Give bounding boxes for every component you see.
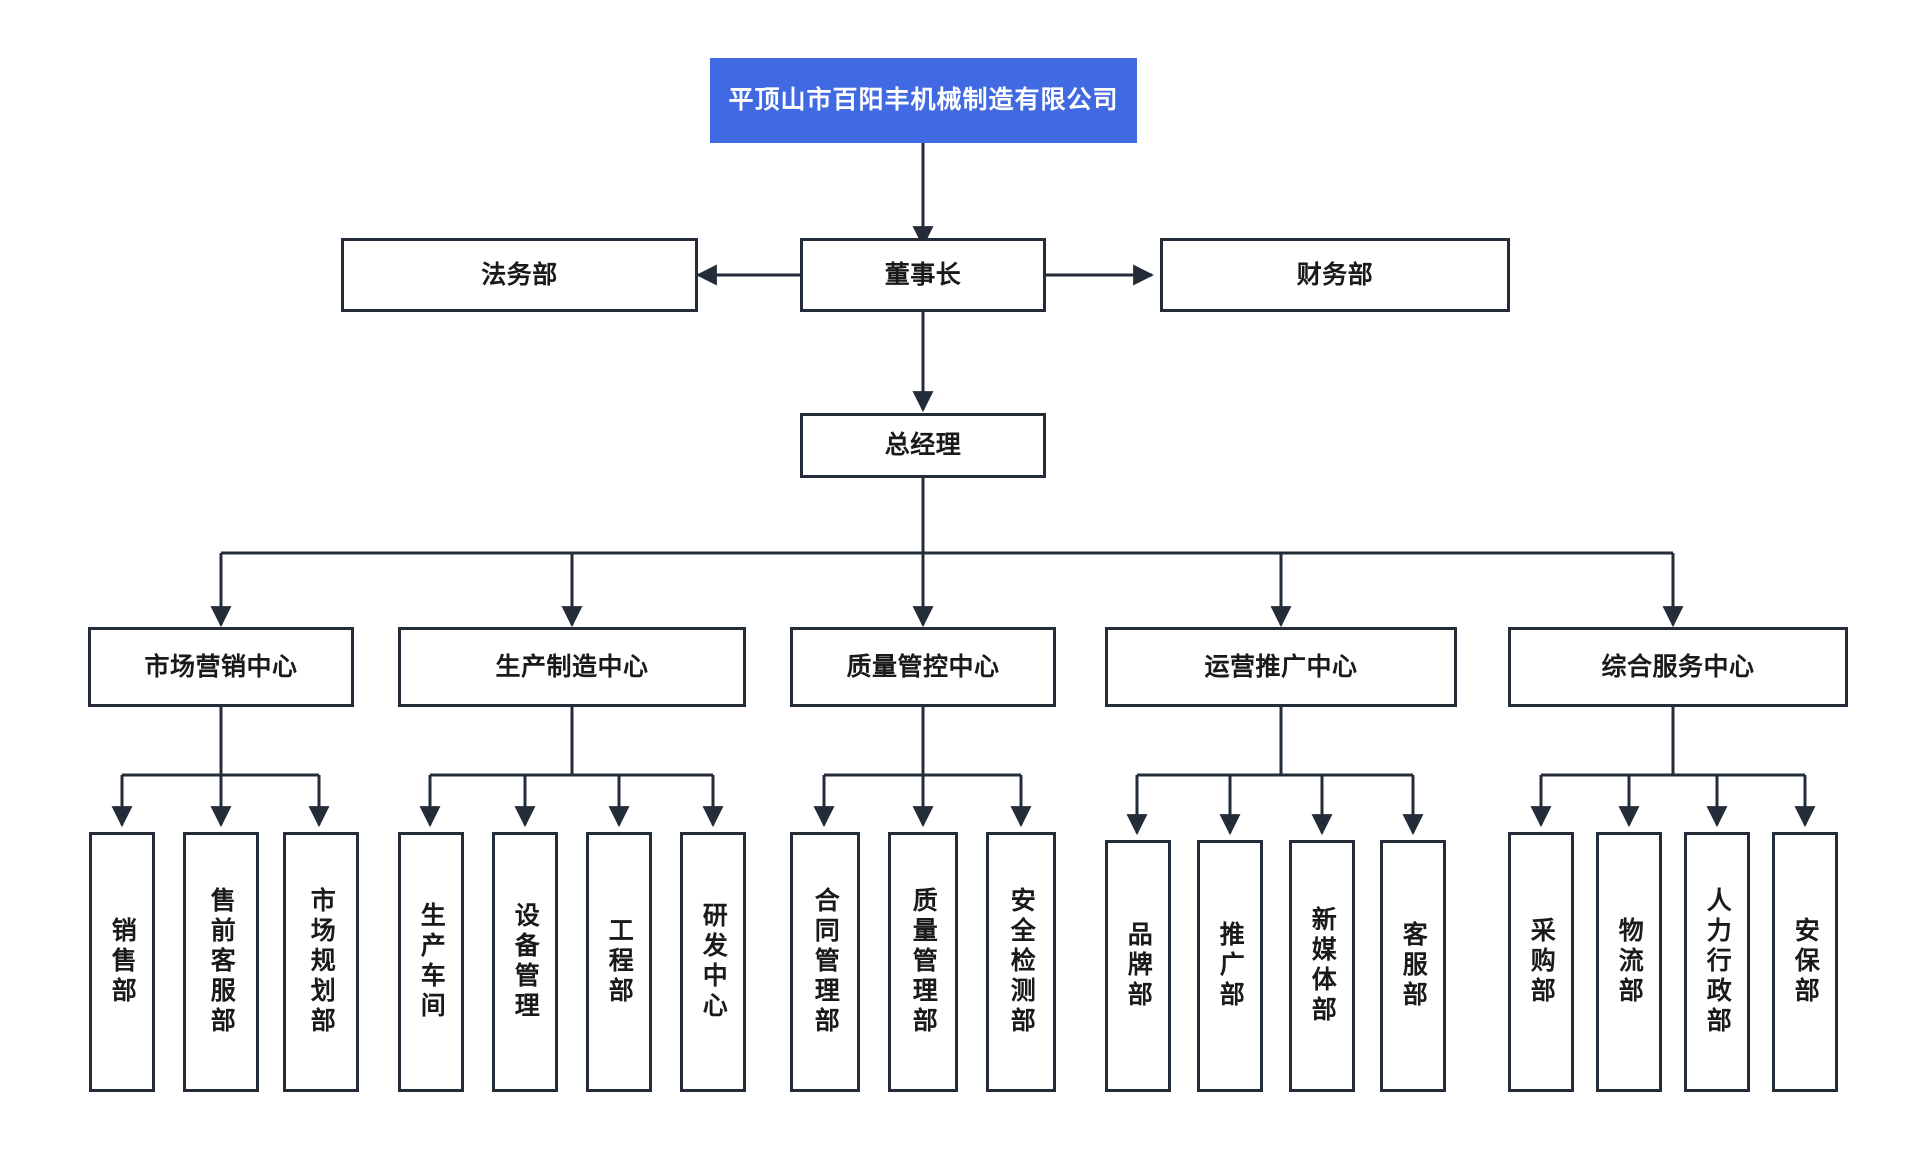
node-dept-customer-service[interactable]: 客服部: [1380, 840, 1446, 1092]
node-dept-sales[interactable]: 销售部: [89, 832, 155, 1092]
node-company-root[interactable]: 平顶山市百阳丰机械制造有限公司: [710, 58, 1137, 143]
node-center-marketing[interactable]: 市场营销中心: [88, 627, 354, 707]
node-label: 品牌部: [1124, 921, 1153, 1011]
node-label: 研发中心: [699, 902, 728, 1022]
node-label: 质量管控中心: [846, 652, 1000, 681]
node-label: 法务部: [481, 260, 558, 289]
node-label: 设备管理: [511, 902, 540, 1022]
node-center-manufacturing[interactable]: 生产制造中心: [398, 627, 746, 707]
node-general-manager[interactable]: 总经理: [800, 413, 1046, 478]
node-label: 运营推广中心: [1204, 652, 1358, 681]
node-label: 市场规划部: [307, 887, 336, 1037]
node-label: 总经理: [884, 431, 962, 460]
node-dept-quality-management[interactable]: 质量管理部: [888, 832, 958, 1092]
node-label: 采购部: [1527, 917, 1556, 1007]
node-label: 合同管理部: [811, 887, 840, 1037]
node-dept-brand[interactable]: 品牌部: [1105, 840, 1171, 1092]
node-label: 工程部: [605, 917, 634, 1007]
node-dept-logistics[interactable]: 物流部: [1596, 832, 1662, 1092]
node-dept-new-media[interactable]: 新媒体部: [1289, 840, 1355, 1092]
node-dept-promotion[interactable]: 推广部: [1197, 840, 1263, 1092]
node-label: 人力行政部: [1703, 887, 1732, 1037]
node-center-operations[interactable]: 运营推广中心: [1105, 627, 1457, 707]
node-label: 售前客服部: [207, 887, 236, 1037]
node-label: 新媒体部: [1308, 906, 1337, 1026]
node-chairman[interactable]: 董事长: [800, 238, 1046, 312]
node-label: 董事长: [884, 260, 962, 289]
node-label: 平顶山市百阳丰机械制造有限公司: [728, 86, 1119, 115]
node-label: 物流部: [1615, 917, 1644, 1007]
node-dept-production-workshop[interactable]: 生产车间: [398, 832, 464, 1092]
node-label: 客服部: [1399, 921, 1428, 1011]
node-center-general-services[interactable]: 综合服务中心: [1508, 627, 1848, 707]
node-finance-department[interactable]: 财务部: [1160, 238, 1510, 312]
node-dept-safety-inspection[interactable]: 安全检测部: [986, 832, 1056, 1092]
node-label: 生产车间: [417, 902, 446, 1022]
node-label: 综合服务中心: [1601, 652, 1755, 681]
node-label: 市场营销中心: [144, 652, 298, 681]
node-center-quality[interactable]: 质量管控中心: [790, 627, 1056, 707]
node-label: 销售部: [108, 917, 137, 1007]
node-dept-security[interactable]: 安保部: [1772, 832, 1838, 1092]
node-dept-procurement[interactable]: 采购部: [1508, 832, 1574, 1092]
node-label: 安全检测部: [1007, 887, 1036, 1037]
node-legal-department[interactable]: 法务部: [341, 238, 698, 312]
node-dept-equipment-management[interactable]: 设备管理: [492, 832, 558, 1092]
node-dept-hr-administration[interactable]: 人力行政部: [1684, 832, 1750, 1092]
node-label: 推广部: [1216, 921, 1245, 1011]
node-dept-market-planning[interactable]: 市场规划部: [283, 832, 359, 1092]
node-dept-contract-management[interactable]: 合同管理部: [790, 832, 860, 1092]
node-dept-rnd-center[interactable]: 研发中心: [680, 832, 746, 1092]
node-dept-engineering[interactable]: 工程部: [586, 832, 652, 1092]
node-label: 质量管理部: [909, 887, 938, 1037]
node-label: 安保部: [1791, 917, 1820, 1007]
node-label: 财务部: [1296, 260, 1374, 289]
node-dept-presales-service[interactable]: 售前客服部: [183, 832, 259, 1092]
node-label: 生产制造中心: [495, 652, 649, 681]
